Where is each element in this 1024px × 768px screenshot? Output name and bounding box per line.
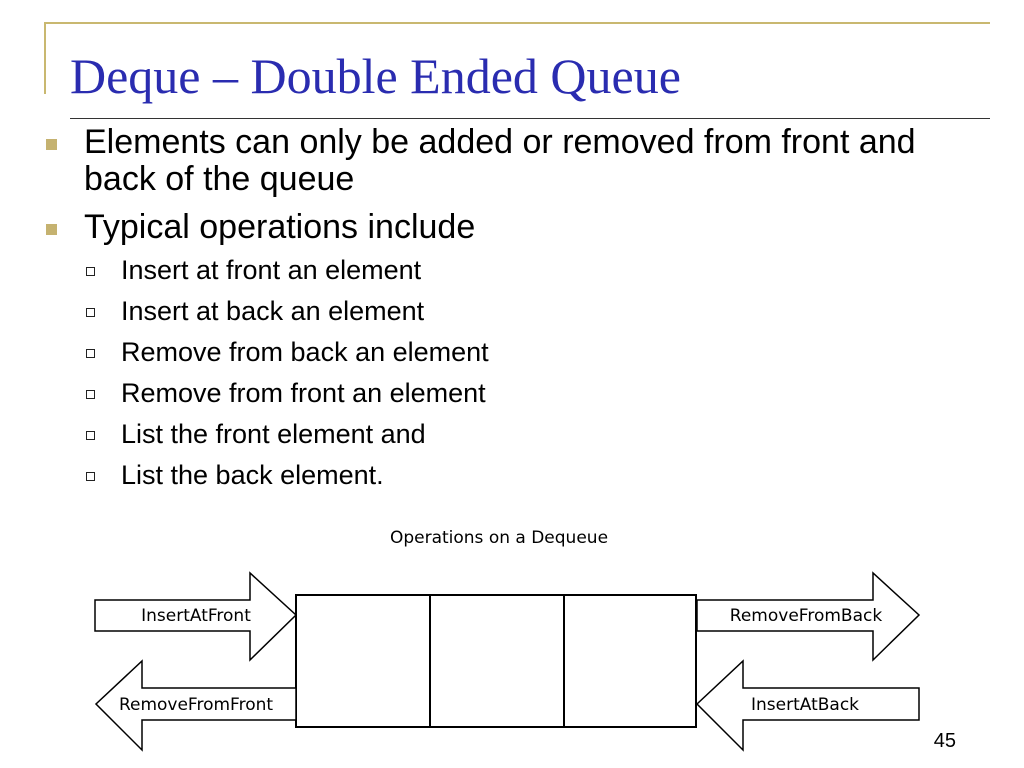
remove-from-front-arrow: RemoveFromFront	[94, 659, 297, 752]
diagram-caption: Operations on a Dequeue	[390, 528, 608, 548]
sub-bullet-hollow-square-icon	[86, 431, 95, 440]
sub-bullet-hollow-square-icon	[86, 472, 95, 481]
remove-from-back-arrow: RemoveFromBack	[696, 571, 921, 662]
arrow-label: InsertAtBack	[751, 695, 859, 715]
title-underline	[70, 118, 990, 119]
sub-bullet-hollow-square-icon	[86, 390, 95, 399]
right-arrow-icon	[696, 571, 921, 662]
bullet-square-icon	[46, 139, 57, 150]
page-number: 45	[933, 730, 956, 752]
sub-bullet-item: Insert at front an element	[121, 255, 422, 285]
sub-bullet-item: List the front element and	[121, 419, 426, 449]
sub-bullet-hollow-square-icon	[86, 267, 95, 276]
arrow-label: RemoveFromBack	[730, 606, 883, 626]
sub-bullet-hollow-square-icon	[86, 349, 95, 358]
arrow-label: InsertAtFront	[141, 606, 251, 626]
queue-box	[295, 594, 697, 728]
sub-bullet-hollow-square-icon	[86, 308, 95, 317]
arrow-label: RemoveFromFront	[119, 695, 273, 715]
queue-box-outline	[295, 594, 697, 728]
insert-at-front-arrow: InsertAtFront	[94, 571, 298, 662]
slide-title: Deque – Double Ended Queue	[70, 48, 681, 104]
left-arrow-icon	[94, 659, 297, 752]
sub-bullet-item: Remove from back an element	[121, 337, 489, 367]
sub-bullet-item: Insert at back an element	[121, 296, 425, 326]
frame-top-line	[44, 22, 990, 24]
insert-at-back-arrow: InsertAtBack	[695, 659, 920, 752]
frame-left-line	[44, 22, 46, 94]
right-arrow-icon	[94, 571, 298, 662]
sub-bullet-item: Remove from front an element	[121, 378, 486, 408]
sub-bullet-item: List the back element.	[121, 460, 384, 490]
left-arrow-icon	[695, 659, 920, 752]
bullet-item: Elements can only be added or removed fr…	[84, 123, 916, 198]
bullet-square-icon	[46, 224, 57, 235]
bullet-item: Typical operations include	[84, 208, 476, 246]
